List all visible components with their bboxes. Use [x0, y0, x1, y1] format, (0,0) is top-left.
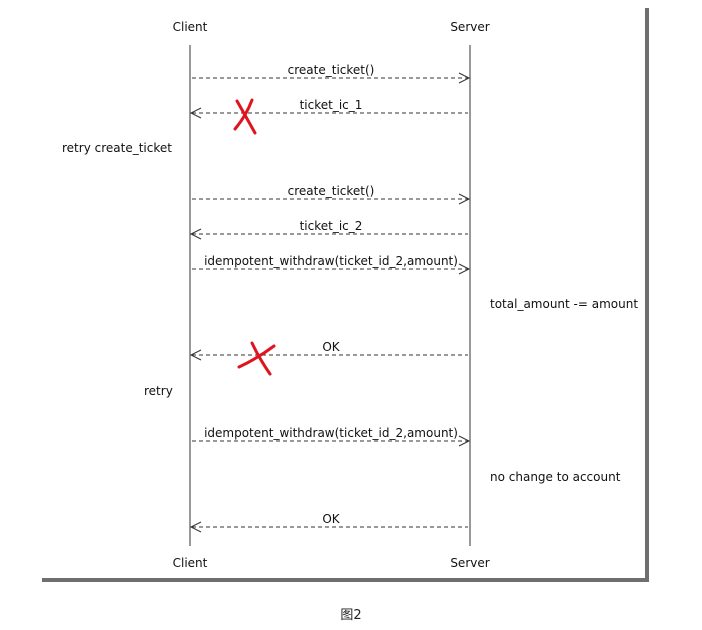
message-label: idempotent_withdraw(ticket_id_2,amount) — [204, 254, 458, 268]
arrowhead-left — [189, 349, 202, 361]
note-total-amount: total_amount -= amount — [490, 297, 638, 311]
arrowhead-right — [458, 263, 471, 275]
arrowhead-left — [189, 107, 202, 119]
frame-shadow-right — [645, 8, 649, 582]
failure-x-icon — [237, 341, 276, 376]
message-label: OK — [322, 512, 340, 526]
message-label: idempotent_withdraw(ticket_id_2,amount) — [204, 426, 458, 440]
note-retry: retry — [144, 384, 173, 398]
message-label: ticket_ic_2 — [300, 219, 363, 233]
message-4: ticket_ic_2 — [189, 219, 468, 240]
arrowhead-right — [458, 435, 471, 447]
message-label: create_ticket() — [288, 63, 375, 77]
arrowhead-left — [189, 521, 202, 533]
arrowhead-right — [458, 193, 471, 205]
message-7: idempotent_withdraw(ticket_id_2,amount) — [192, 426, 471, 447]
failure-x-icon — [233, 98, 257, 135]
message-3: create_ticket() — [192, 184, 471, 205]
message-label: create_ticket() — [288, 184, 375, 198]
client-header: Client — [173, 20, 208, 34]
message-8: OK — [189, 512, 468, 533]
note-retry-create-ticket: retry create_ticket — [62, 141, 172, 155]
arrowhead-left — [189, 228, 202, 240]
message-5: idempotent_withdraw(ticket_id_2,amount) — [192, 254, 471, 275]
message-2: ticket_ic_1 — [189, 98, 468, 119]
message-6: OK — [189, 340, 468, 361]
message-label: OK — [322, 340, 340, 354]
client-footer: Client — [173, 556, 208, 570]
server-footer: Server — [450, 556, 489, 570]
message-label: ticket_ic_1 — [300, 98, 363, 112]
note-no-change: no change to account — [490, 470, 621, 484]
frame-shadow-bottom — [42, 578, 649, 582]
figure-caption: 图2 — [340, 608, 362, 623]
arrowhead-right — [458, 72, 471, 84]
message-1: create_ticket() — [192, 63, 471, 84]
server-header: Server — [450, 20, 489, 34]
